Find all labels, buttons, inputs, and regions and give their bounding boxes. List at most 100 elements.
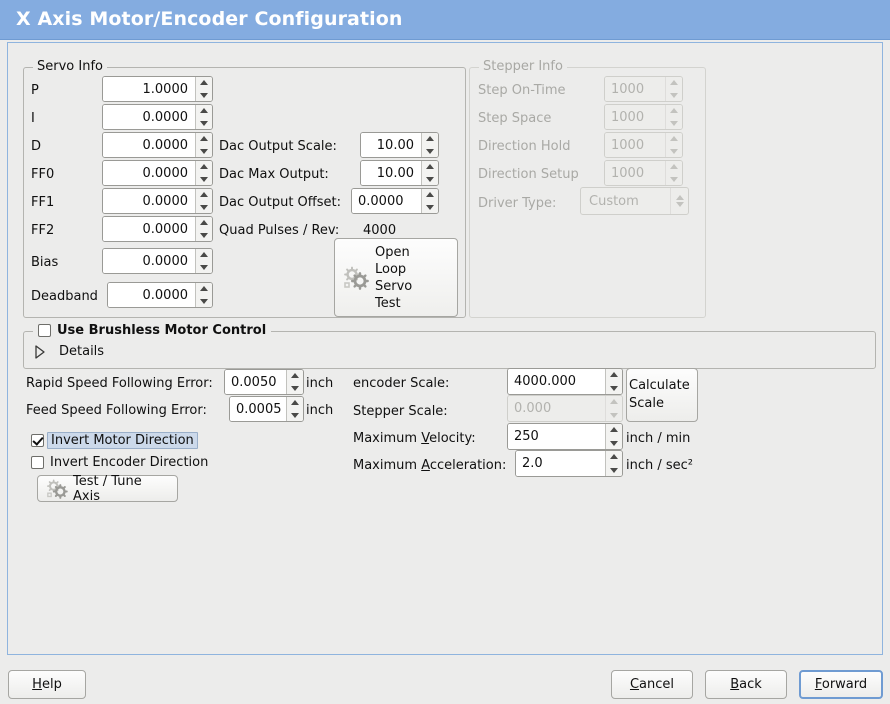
spinner-down-icon[interactable] <box>196 229 212 241</box>
dac-output-scale-spin[interactable] <box>360 132 439 158</box>
spinner-up-icon[interactable] <box>196 283 212 295</box>
encoder-scale-input[interactable] <box>508 369 605 394</box>
spinner-buttons[interactable] <box>605 369 622 394</box>
spinner-up-icon[interactable] <box>196 217 212 229</box>
spinner-down-icon[interactable] <box>287 382 303 394</box>
servo-input-i[interactable] <box>103 105 195 129</box>
spinner-buttons[interactable] <box>195 217 212 241</box>
dac-output-offset-spin[interactable] <box>351 188 439 214</box>
spinner-up-icon[interactable] <box>196 249 212 261</box>
spinner-buttons[interactable] <box>195 133 212 157</box>
servo-spin-i[interactable] <box>102 104 213 130</box>
spinner-up-icon[interactable] <box>422 133 438 145</box>
spinner-down-icon[interactable] <box>196 89 212 101</box>
dac-max-output-input[interactable] <box>361 161 421 185</box>
servo-spin-ff1[interactable] <box>102 188 213 214</box>
dac-output-offset-input[interactable] <box>352 189 421 213</box>
spinner-down-icon[interactable] <box>196 295 212 307</box>
spinner-down-icon[interactable] <box>606 382 622 395</box>
checkbox-box[interactable] <box>31 434 44 447</box>
spinner-up-icon[interactable] <box>287 397 303 409</box>
servo-spin-bias[interactable] <box>102 248 213 274</box>
servo-input-deadband[interactable] <box>108 283 195 307</box>
invert-encoder-direction-checkbox[interactable]: Invert Encoder Direction <box>31 455 208 470</box>
servo-input-ff1[interactable] <box>103 189 195 213</box>
invert-motor-direction-checkbox[interactable]: Invert Motor Direction <box>31 432 198 449</box>
spinner-up-icon[interactable] <box>422 161 438 173</box>
spinner-up-icon[interactable] <box>196 105 212 117</box>
spinner-buttons[interactable] <box>195 249 212 273</box>
dac-max-output-spin[interactable] <box>360 160 439 186</box>
spinner-down-icon[interactable] <box>196 201 212 213</box>
servo-spin-deadband[interactable] <box>107 282 213 308</box>
open-loop-servo-test-button[interactable]: Open Loop Servo Test <box>334 238 458 317</box>
rapid-following-error-spin[interactable] <box>224 369 304 395</box>
use-brushless-motor-control-checkbox[interactable]: Use Brushless Motor Control <box>33 323 272 338</box>
forward-button[interactable]: Forward <box>799 670 883 699</box>
servo-label-ff2: FF2 <box>31 223 55 238</box>
spinner-buttons[interactable] <box>195 77 212 101</box>
spinner-up-icon[interactable] <box>422 189 438 201</box>
spinner-up-icon[interactable] <box>606 451 622 464</box>
spinner-buttons[interactable] <box>286 370 303 394</box>
spinner-down-icon[interactable] <box>422 145 438 157</box>
servo-spin-ff0[interactable] <box>102 160 213 186</box>
servo-input-bias[interactable] <box>103 249 195 273</box>
spinner-up-icon[interactable] <box>196 133 212 145</box>
rapid-following-error-input[interactable] <box>225 370 286 394</box>
dac-output-scale-input[interactable] <box>361 133 421 157</box>
spinner-down-icon[interactable] <box>196 173 212 185</box>
spinner-buttons[interactable] <box>195 283 212 307</box>
spinner-down-icon[interactable] <box>606 464 622 477</box>
maximum-velocity-input[interactable] <box>508 424 605 449</box>
servo-input-ff2[interactable] <box>103 217 195 241</box>
cancel-button[interactable]: Cancel <box>611 670 693 699</box>
spinner-up-icon[interactable] <box>196 189 212 201</box>
spinner-down-icon[interactable] <box>422 201 438 213</box>
servo-spin-ff2[interactable] <box>102 216 213 242</box>
spinner-buttons[interactable] <box>421 133 438 157</box>
spinner-buttons[interactable] <box>195 105 212 129</box>
feed-following-error-spin[interactable] <box>229 396 304 422</box>
spinner-up-icon[interactable] <box>606 424 622 437</box>
stepper-info-legend: Stepper Info <box>479 59 567 74</box>
servo-spin-p[interactable] <box>102 76 213 102</box>
spinner-buttons[interactable] <box>195 189 212 213</box>
spinner-down-icon <box>666 117 682 129</box>
servo-spin-d[interactable] <box>102 132 213 158</box>
checkbox-box[interactable] <box>38 324 51 337</box>
checkbox-box[interactable] <box>31 456 44 469</box>
calculate-scale-button[interactable]: Calculate Scale <box>626 368 698 422</box>
spinner-buttons[interactable] <box>605 451 622 476</box>
spinner-down-icon[interactable] <box>196 145 212 157</box>
maximum-acceleration-input[interactable] <box>516 451 605 476</box>
chevron-right-icon[interactable] <box>35 344 47 359</box>
spinner-down-icon[interactable] <box>196 261 212 273</box>
open-loop-servo-test-label: Open Loop Servo Test <box>375 244 412 312</box>
back-button[interactable]: Back <box>705 670 787 699</box>
servo-input-p[interactable] <box>103 77 195 101</box>
spinner-down-icon[interactable] <box>287 409 303 421</box>
test-tune-axis-button[interactable]: Test / Tune Axis <box>37 474 178 504</box>
servo-input-d[interactable] <box>103 133 195 157</box>
maximum-acceleration-spin[interactable] <box>515 450 623 477</box>
spinner-down-icon[interactable] <box>422 173 438 185</box>
servo-input-ff0[interactable] <box>103 161 195 185</box>
rapid-following-error-unit: inch <box>306 376 334 391</box>
feed-following-error-input[interactable] <box>230 397 286 421</box>
maximum-velocity-spin[interactable] <box>507 423 623 450</box>
encoder-scale-spin[interactable] <box>507 368 623 395</box>
help-button[interactable]: Help <box>8 670 86 699</box>
spinner-up-icon[interactable] <box>606 369 622 382</box>
details-expander[interactable]: Details <box>35 344 104 359</box>
spinner-buttons[interactable] <box>421 161 438 185</box>
spinner-buttons[interactable] <box>286 397 303 421</box>
spinner-down-icon[interactable] <box>606 437 622 450</box>
spinner-up-icon[interactable] <box>287 370 303 382</box>
spinner-buttons[interactable] <box>605 424 622 449</box>
spinner-buttons[interactable] <box>421 189 438 213</box>
spinner-down-icon[interactable] <box>196 117 212 129</box>
spinner-buttons[interactable] <box>195 161 212 185</box>
spinner-up-icon[interactable] <box>196 161 212 173</box>
spinner-up-icon[interactable] <box>196 77 212 89</box>
